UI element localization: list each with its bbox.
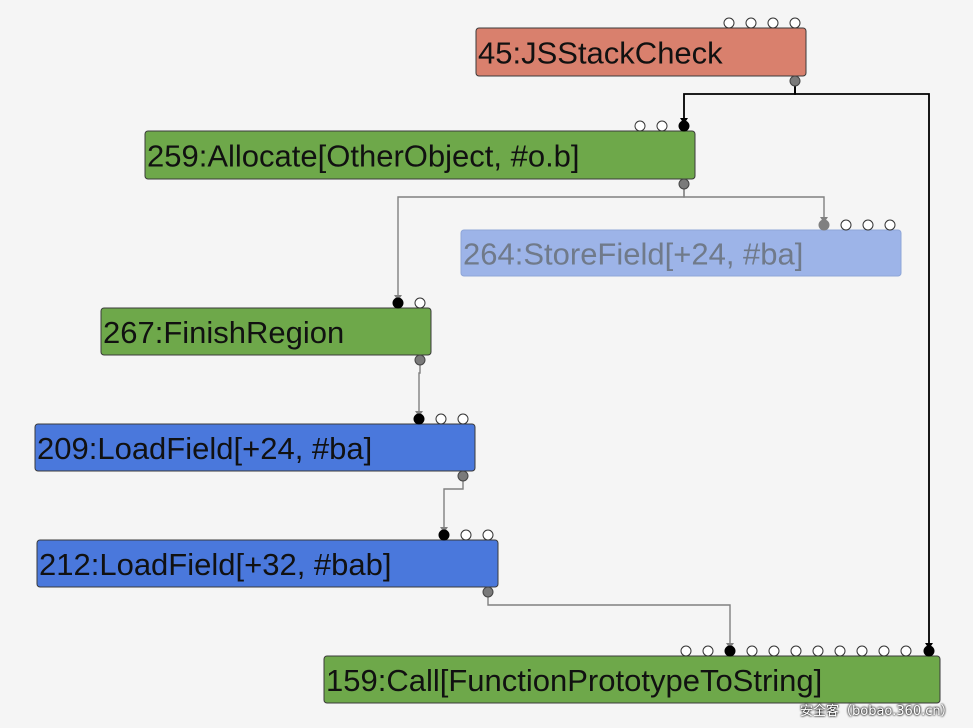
edge-267-to-209 — [415, 361, 423, 417]
output-port[interactable] — [678, 178, 690, 190]
input-port[interactable] — [723, 17, 735, 29]
node-267[interactable]: 267:FinishRegion — [100, 297, 432, 366]
node-264[interactable]: 264:StoreField[+24, #ba] — [460, 219, 902, 277]
node-45[interactable]: 45:JSStackCheck — [475, 17, 807, 87]
node-259[interactable]: 259:Allocate[OtherObject, #o.b] — [144, 120, 696, 190]
input-port-connected[interactable] — [724, 645, 736, 657]
node-box[interactable] — [34, 423, 476, 472]
input-port[interactable] — [812, 645, 824, 657]
edge-line — [443, 477, 464, 528]
input-port[interactable] — [656, 120, 668, 132]
input-port[interactable] — [457, 413, 469, 425]
input-port[interactable] — [482, 529, 494, 541]
node-box[interactable] — [460, 229, 902, 277]
edge-45-to-259 — [680, 82, 796, 124]
input-port-connected[interactable] — [923, 645, 935, 657]
edge-212-to-159 — [487, 593, 734, 649]
edge-line — [683, 82, 796, 119]
input-port[interactable] — [746, 645, 758, 657]
node-159[interactable]: 159:Call[FunctionPrototypeToString] — [323, 645, 941, 704]
input-port[interactable] — [790, 645, 802, 657]
edge-259-to-264 — [683, 185, 828, 223]
node-label: 159:Call[FunctionPrototypeToString] — [326, 663, 822, 698]
edge-line — [397, 185, 685, 296]
input-port[interactable] — [414, 297, 426, 309]
input-port[interactable] — [878, 645, 890, 657]
node-box[interactable] — [475, 27, 807, 77]
output-port[interactable] — [414, 354, 426, 366]
input-port-connected[interactable] — [678, 120, 690, 132]
input-port[interactable] — [767, 17, 779, 29]
node-label: 45:JSStackCheck — [478, 36, 723, 71]
input-port[interactable] — [768, 645, 780, 657]
input-port[interactable] — [680, 645, 692, 657]
input-port[interactable] — [702, 645, 714, 657]
input-port[interactable] — [856, 645, 868, 657]
input-port-connected[interactable] — [392, 297, 404, 309]
node-label: 267:FinishRegion — [103, 315, 344, 350]
node-label: 264:StoreField[+24, #ba] — [463, 237, 803, 272]
node-box[interactable] — [144, 130, 696, 180]
edge-line — [794, 82, 930, 644]
node-box[interactable] — [100, 307, 432, 356]
node-box[interactable] — [323, 655, 941, 704]
input-port[interactable] — [834, 645, 846, 657]
edge-line — [683, 185, 825, 218]
node-209[interactable]: 209:LoadField[+24, #ba] — [34, 413, 476, 482]
input-port[interactable] — [460, 529, 472, 541]
input-port[interactable] — [884, 219, 896, 231]
node-label: 209:LoadField[+24, #ba] — [37, 431, 372, 466]
edge-line — [487, 593, 731, 644]
input-port-connected[interactable] — [413, 413, 425, 425]
edge-line — [418, 361, 421, 412]
edge-209-to-212 — [440, 477, 464, 533]
input-port[interactable] — [789, 17, 801, 29]
input-port[interactable] — [634, 120, 646, 132]
node-label: 212:LoadField[+32, #bab] — [39, 547, 392, 582]
input-port[interactable] — [435, 413, 447, 425]
input-port[interactable] — [840, 219, 852, 231]
watermark: 安全客（bobao.360.cn） — [800, 704, 954, 719]
node-box[interactable] — [36, 539, 499, 588]
input-port-connected[interactable] — [818, 219, 830, 231]
nodes-layer: 45:JSStackCheck 259:Allocate[OtherObject,… — [34, 17, 941, 704]
output-port[interactable] — [457, 470, 469, 482]
input-port[interactable] — [745, 17, 757, 29]
edge-45-to-159 — [794, 82, 933, 649]
input-port-connected[interactable] — [438, 529, 450, 541]
node-212[interactable]: 212:LoadField[+32, #bab] — [36, 529, 499, 598]
node-label: 259:Allocate[OtherObject, #o.b] — [147, 139, 580, 174]
output-port[interactable] — [482, 586, 494, 598]
output-port[interactable] — [789, 75, 801, 87]
input-port[interactable] — [900, 645, 912, 657]
input-port[interactable] — [862, 219, 874, 231]
